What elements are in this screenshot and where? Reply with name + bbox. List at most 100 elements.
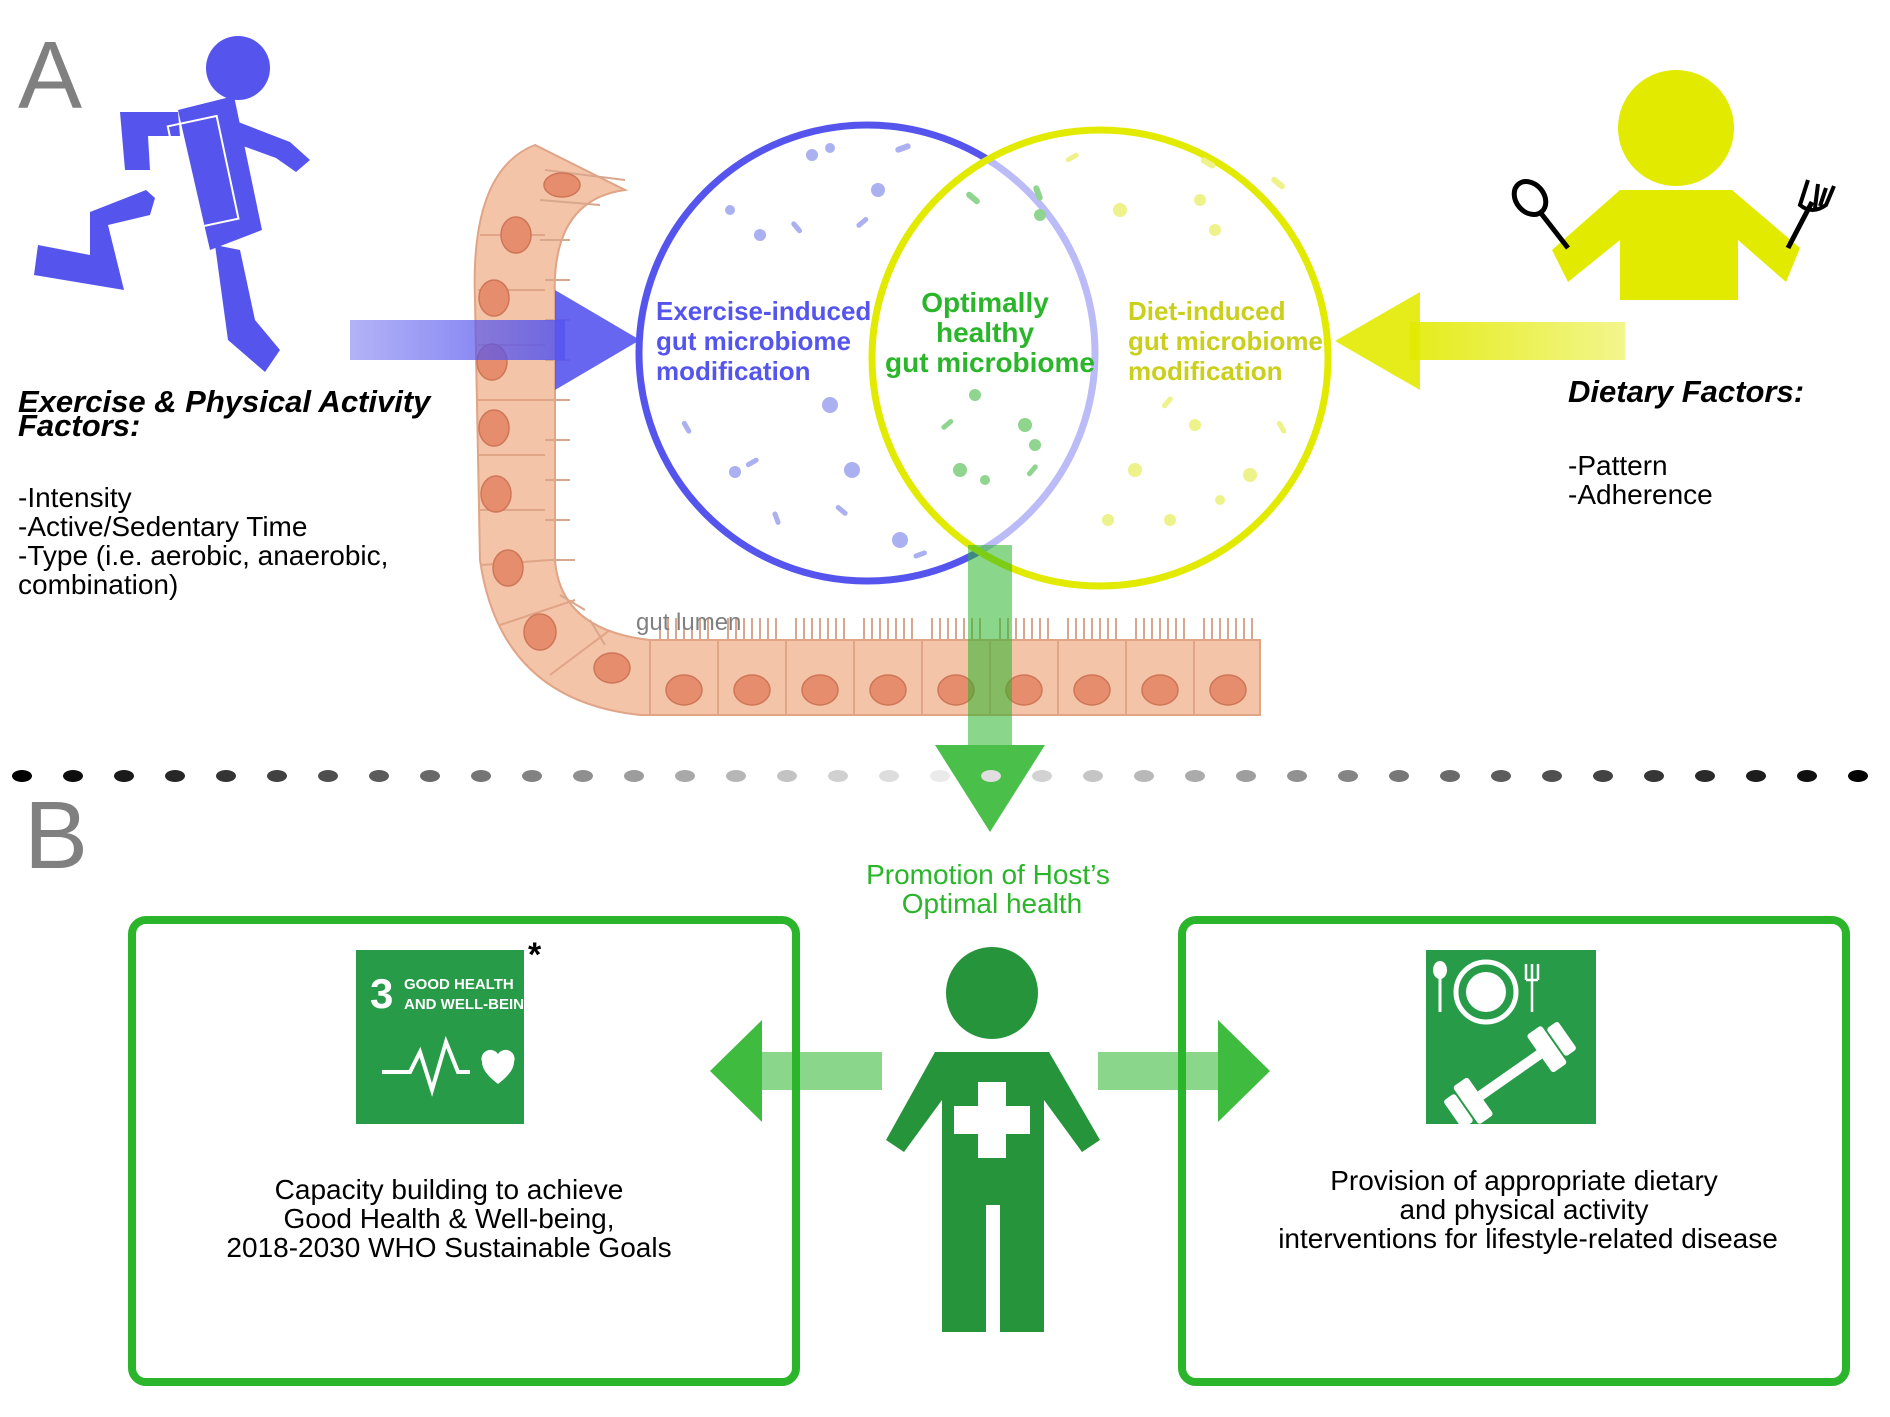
divider-dot bbox=[1695, 770, 1715, 782]
svg-text:Exercise-induced: Exercise-induced bbox=[656, 296, 871, 326]
divider-dot bbox=[828, 770, 848, 782]
divider-dot bbox=[1236, 770, 1256, 782]
intervention-text: Provision of appropriate dietary and phy… bbox=[1278, 1165, 1778, 1254]
divider-dot bbox=[1644, 770, 1664, 782]
divider-dot bbox=[930, 770, 950, 782]
microvilli-horizontal bbox=[659, 618, 1253, 640]
divider-dot bbox=[981, 770, 1001, 782]
section-divider bbox=[12, 770, 1868, 782]
divider-dot bbox=[63, 770, 83, 782]
svg-text:Optimal health: Optimal health bbox=[902, 888, 1083, 919]
divider-dot bbox=[777, 770, 797, 782]
panel-a-letter: A bbox=[18, 22, 82, 129]
svg-text:gut microbiome: gut microbiome bbox=[656, 326, 851, 356]
svg-text:-Adherence: -Adherence bbox=[1568, 479, 1713, 510]
svg-text:-Active/Sedentary Time: -Active/Sedentary Time bbox=[18, 511, 307, 542]
divider-dot bbox=[1185, 770, 1205, 782]
exercise-induced-label: Exercise-induced gut microbiome modifica… bbox=[656, 296, 871, 386]
divider-dot bbox=[114, 770, 134, 782]
svg-text:GOOD HEALTH: GOOD HEALTH bbox=[404, 976, 514, 993]
divider-dot bbox=[216, 770, 236, 782]
dietary-factors: Dietary Factors: -Pattern -Adherence bbox=[1568, 374, 1804, 510]
svg-text:Good Health & Well-being,: Good Health & Well-being, bbox=[284, 1203, 615, 1234]
divider-dot bbox=[165, 770, 185, 782]
microvilli-vertical bbox=[539, 169, 626, 646]
divider-dot bbox=[675, 770, 695, 782]
svg-text:gut microbiome: gut microbiome bbox=[1128, 326, 1323, 356]
divider-dot bbox=[1134, 770, 1154, 782]
svg-text:-Pattern: -Pattern bbox=[1568, 450, 1668, 481]
divider-dot bbox=[1593, 770, 1613, 782]
svg-text:healthy: healthy bbox=[936, 317, 1034, 348]
divider-dot bbox=[1083, 770, 1103, 782]
divider-dot bbox=[12, 770, 32, 782]
sdg-goal-box bbox=[128, 916, 800, 1386]
divider-dot bbox=[267, 770, 287, 782]
svg-text:Diet-induced: Diet-induced bbox=[1128, 296, 1285, 326]
running-person-icon bbox=[34, 36, 310, 372]
svg-text:modification: modification bbox=[656, 356, 811, 386]
divider-dot bbox=[1389, 770, 1409, 782]
divider-dot bbox=[624, 770, 644, 782]
divider-dot bbox=[1848, 770, 1868, 782]
svg-text:AND WELL-BEING: AND WELL-BEING bbox=[404, 996, 536, 1013]
health-person-icon bbox=[886, 947, 1100, 1332]
svg-text:gut microbiome: gut microbiome bbox=[885, 347, 1095, 378]
divider-dot bbox=[1797, 770, 1817, 782]
promotion-arrow bbox=[935, 545, 1045, 832]
divider-dot bbox=[726, 770, 746, 782]
divider-dot bbox=[318, 770, 338, 782]
microbes-center bbox=[941, 185, 1046, 485]
svg-text:Provision of appropriate dieta: Provision of appropriate dietary bbox=[1330, 1165, 1718, 1196]
exercise-arrow bbox=[350, 290, 640, 390]
svg-text:Capacity building to achieve: Capacity building to achieve bbox=[275, 1174, 624, 1205]
plate-and-dumbbell-icon bbox=[1426, 950, 1596, 1128]
divider-dot bbox=[522, 770, 542, 782]
divider-dot bbox=[369, 770, 389, 782]
intervention-box bbox=[1178, 916, 1850, 1386]
microbes-diet bbox=[1065, 152, 1287, 526]
divider-dot bbox=[471, 770, 491, 782]
divider-dot bbox=[879, 770, 899, 782]
divider-dot bbox=[573, 770, 593, 782]
svg-text:Dietary Factors:: Dietary Factors: bbox=[1568, 374, 1804, 409]
divider-dot bbox=[1287, 770, 1307, 782]
gut-lumen-label: gut lumen bbox=[636, 609, 741, 636]
eating-person-icon bbox=[1511, 70, 1836, 300]
sdg3-heartbeat-icon: 3 GOOD HEALTH AND WELL-BEING bbox=[356, 950, 536, 1124]
gut-epithelium bbox=[473, 143, 1261, 716]
svg-text:-Intensity: -Intensity bbox=[18, 482, 132, 513]
diet-induced-label: Diet-induced gut microbiome modification bbox=[1128, 296, 1323, 386]
sdg-asterisk: * bbox=[528, 936, 542, 974]
svg-text:and physical activity: and physical activity bbox=[1399, 1194, 1648, 1225]
microbes-exercise bbox=[681, 143, 927, 559]
svg-text:-Type (i.e. aerobic, anaerobic: -Type (i.e. aerobic, anaerobic, bbox=[18, 540, 388, 571]
svg-text:Optimally: Optimally bbox=[921, 287, 1049, 318]
left-arrow bbox=[710, 1020, 882, 1122]
divider-dot bbox=[1491, 770, 1511, 782]
diet-arrow bbox=[1335, 292, 1625, 390]
svg-text:Promotion of Host’s: Promotion of Host’s bbox=[866, 859, 1110, 890]
svg-text:interventions for lifestyle-re: interventions for lifestyle-related dise… bbox=[1278, 1223, 1778, 1254]
panel-b-letter: B bbox=[24, 782, 88, 889]
divider-dot bbox=[1440, 770, 1460, 782]
promotion-label: Promotion of Host’s Optimal health bbox=[866, 859, 1110, 919]
svg-text:combination): combination) bbox=[18, 569, 178, 600]
svg-text:Factors:: Factors: bbox=[18, 408, 140, 443]
exercise-factors: Exercise & Physical Activity Factors: -I… bbox=[18, 384, 432, 600]
divider-dot bbox=[1032, 770, 1052, 782]
right-arrow bbox=[1098, 1020, 1270, 1122]
optimal-microbiome-label: Optimally healthy gut microbiome bbox=[885, 287, 1095, 378]
divider-dot bbox=[1338, 770, 1358, 782]
svg-text:modification: modification bbox=[1128, 356, 1283, 386]
divider-dot bbox=[420, 770, 440, 782]
divider-dot bbox=[1746, 770, 1766, 782]
sdg-goal-text: Capacity building to achieve Good Health… bbox=[226, 1174, 671, 1263]
svg-text:Exercise & Physical Activity: Exercise & Physical Activity bbox=[18, 384, 432, 419]
svg-text:2018-2030 WHO Sustainable Goal: 2018-2030 WHO Sustainable Goals bbox=[226, 1232, 671, 1263]
svg-text:3: 3 bbox=[370, 970, 393, 1017]
divider-dot bbox=[1542, 770, 1562, 782]
diet-circle bbox=[868, 126, 1332, 590]
cell-nuclei bbox=[476, 172, 1247, 706]
